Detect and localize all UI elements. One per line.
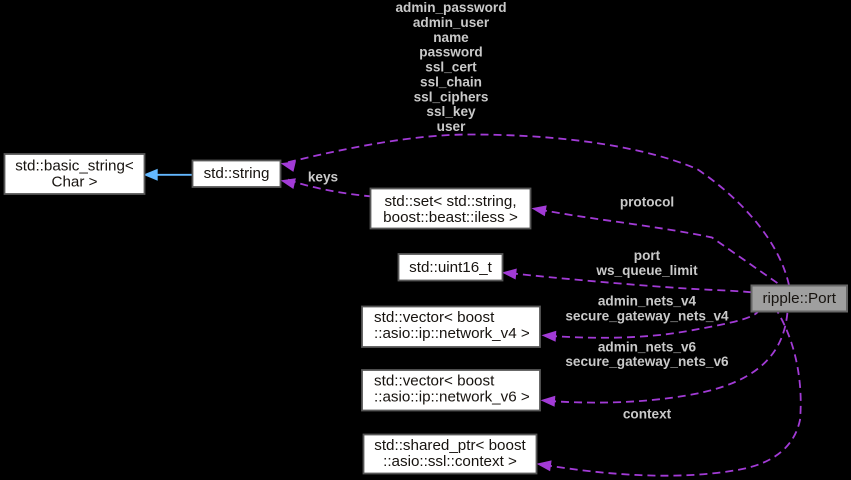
svg-text:secure_gateway_nets_v4: secure_gateway_nets_v4 — [565, 308, 729, 323]
svg-text:std::vector< boost: std::vector< boost — [374, 373, 495, 390]
svg-text:name: name — [433, 30, 469, 45]
svg-text:user: user — [437, 119, 466, 134]
svg-text:::asio::ip::network_v4 >: ::asio::ip::network_v4 > — [374, 325, 530, 342]
svg-text:admin_password: admin_password — [395, 0, 506, 15]
svg-text:context: context — [623, 406, 672, 421]
svg-text:::asio::ip::network_v6 >: ::asio::ip::network_v6 > — [374, 389, 530, 406]
svg-text:ws_queue_limit: ws_queue_limit — [595, 263, 698, 278]
svg-text:ssl_ciphers: ssl_ciphers — [414, 89, 489, 104]
svg-text:std::uint16_t: std::uint16_t — [409, 259, 493, 276]
svg-text:keys: keys — [308, 170, 338, 185]
svg-text:ssl_chain: ssl_chain — [420, 74, 482, 89]
svg-text:admin_nets_v6: admin_nets_v6 — [598, 339, 697, 354]
svg-text:Char >: Char > — [51, 173, 97, 190]
svg-text:secure_gateway_nets_v6: secure_gateway_nets_v6 — [565, 354, 729, 369]
svg-text:boost::beast::iless >: boost::beast::iless > — [383, 209, 518, 226]
svg-text:std::shared_ptr< boost: std::shared_ptr< boost — [374, 437, 526, 454]
svg-text:port: port — [634, 248, 661, 263]
svg-text:admin_user: admin_user — [413, 15, 490, 30]
svg-text:admin_nets_v4: admin_nets_v4 — [598, 294, 697, 309]
svg-text:std::string: std::string — [204, 165, 270, 182]
svg-text:std::vector< boost: std::vector< boost — [374, 309, 495, 326]
svg-text:protocol: protocol — [620, 195, 674, 210]
svg-text:ssl_cert: ssl_cert — [425, 60, 477, 75]
svg-text:ssl_key: ssl_key — [426, 104, 476, 119]
svg-text:ripple::Port: ripple::Port — [762, 290, 836, 307]
svg-text:password: password — [419, 45, 482, 60]
svg-text:std::basic_string<: std::basic_string< — [15, 157, 134, 174]
svg-text:::asio::ssl::context >: ::asio::ssl::context > — [383, 453, 517, 470]
svg-text:std::set< std::string,: std::set< std::string, — [384, 193, 516, 210]
